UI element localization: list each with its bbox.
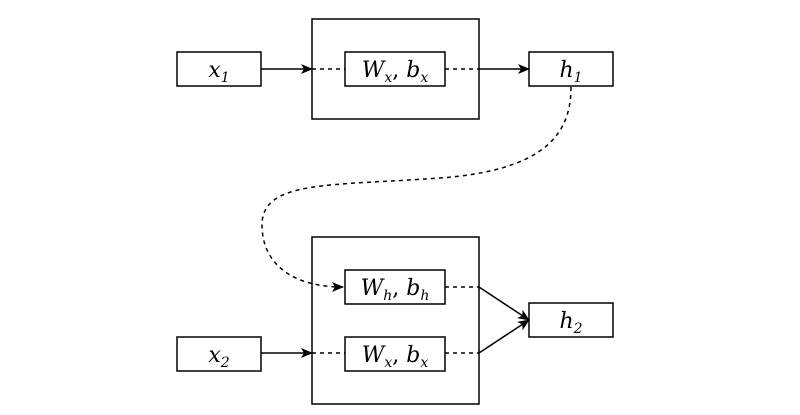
bottom-weights-node: Wx, bx [344,336,446,372]
svg-text:Wh, bh: Wh, bh [361,276,430,304]
svg-text:Wx, bx: Wx, bx [362,343,429,371]
line-Wx-to-h2 [478,319,530,354]
top-weights-node: Wx, bx [344,51,446,87]
svg-text:h1: h1 [559,58,582,86]
input-x2-node: x2 [176,336,262,372]
svg-text:x1: x1 [208,58,229,86]
svg-text:h2: h2 [559,309,582,337]
hidden-h2-node: h2 [528,302,614,338]
hidden-h1-node: h1 [528,51,614,87]
input-x1-node: x1 [176,51,262,87]
recurrent-weights-node: Wh, bh [344,269,446,305]
line-Wh-to-h2 [478,286,530,321]
bottom-cell-frame [311,236,480,405]
svg-text:Wx, bx: Wx, bx [362,58,429,86]
svg-text:x2: x2 [208,343,229,371]
recurrent-connection-h1-to-Wh [261,86,572,292]
